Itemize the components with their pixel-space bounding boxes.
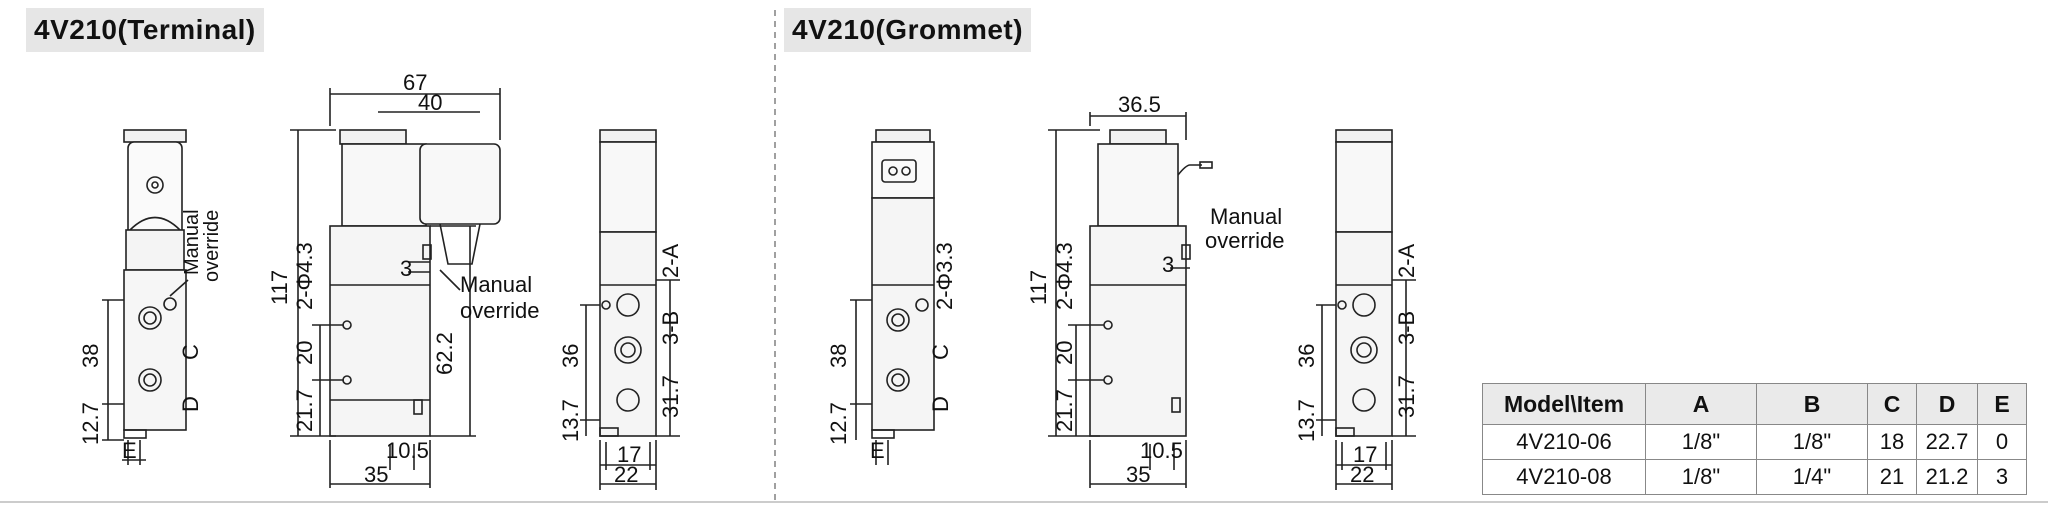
spec-cell: 21 xyxy=(1867,459,1917,495)
spec-cell: 21.2 xyxy=(1916,459,1978,495)
grommet-dim-10-5: 10.5 xyxy=(1140,438,1183,463)
section-title-terminal: 4V210(Terminal) xyxy=(26,8,264,52)
terminal-port-2a: 2-A xyxy=(658,243,683,278)
spec-cell: 3 xyxy=(1977,459,2027,495)
section-title-grommet: 4V210(Grommet) xyxy=(784,8,1032,52)
terminal-port-d: D xyxy=(178,396,203,412)
spec-cell: 0 xyxy=(1977,424,2027,460)
grommet-dim-13-7: 13.7 xyxy=(1294,399,1319,442)
grommet-manual-override-1: Manual xyxy=(1210,204,1282,229)
spec-table-header-row: Model\Item A B C D E xyxy=(1482,383,2027,425)
grommet-side-view xyxy=(850,129,935,465)
spec-cell: 18 xyxy=(1867,424,1917,460)
terminal-hole-label: 2-Φ4.3 xyxy=(292,242,317,310)
spec-header-c: C xyxy=(1867,383,1917,425)
terminal-side-view xyxy=(102,129,189,465)
terminal-dim-31-7: 31.7 xyxy=(658,375,683,418)
grommet-end-view xyxy=(1316,129,1416,490)
terminal-dim-40: 40 xyxy=(418,90,442,115)
grommet-port-3b: 3-B xyxy=(1394,311,1419,345)
grommet-dim-3: 3 xyxy=(1162,252,1174,277)
grommet-front-view xyxy=(1048,112,1213,488)
spec-table: Model\Item A B C D E 4V210-06 1/8" 1/8" … xyxy=(1482,383,2027,495)
terminal-dim-3: 3 xyxy=(400,256,412,281)
spec-header-e: E xyxy=(1977,383,2027,425)
grommet-port-d: D xyxy=(928,396,953,412)
grommet-hole-label: 2-Φ3.3 xyxy=(932,242,957,310)
table-row: 4V210-08 1/8" 1/4" 21 21.2 3 xyxy=(1482,459,2027,495)
grommet-port-c: C xyxy=(928,344,953,360)
spec-header-model: Model\Item xyxy=(1482,383,1646,425)
spec-header-d: D xyxy=(1916,383,1978,425)
terminal-port-3b: 3-B xyxy=(658,311,683,345)
terminal-front-view xyxy=(290,88,501,488)
terminal-dim-10-5: 10.5 xyxy=(386,438,429,463)
terminal-manual-override-line1: Manual xyxy=(181,209,203,275)
spec-cell: 4V210-06 xyxy=(1482,424,1646,460)
terminal-dim-13-7: 13.7 xyxy=(558,399,583,442)
grommet-dim-22: 22 xyxy=(1350,462,1374,487)
spec-cell: 1/8" xyxy=(1645,459,1757,495)
terminal-port-c: C xyxy=(178,344,203,360)
terminal-end-view xyxy=(580,129,680,490)
grommet-front-hole-label: 2-Φ4.3 xyxy=(1052,242,1077,310)
grommet-port-2a: 2-A xyxy=(1394,243,1419,278)
terminal-manual-override-line2: override xyxy=(201,210,223,282)
terminal-dim-36: 36 xyxy=(558,344,583,368)
terminal-dim-38: 38 xyxy=(78,344,103,368)
terminal-manual-override-front-1: Manual xyxy=(460,272,532,297)
terminal-dim-12-7: 12.7 xyxy=(78,402,103,445)
terminal-dim-22: 22 xyxy=(614,462,638,487)
grommet-dim-36-5: 36.5 xyxy=(1118,92,1161,117)
terminal-dim-21-7: 21.7 xyxy=(292,389,317,432)
grommet-dim-12-7: 12.7 xyxy=(826,402,851,445)
terminal-dim-35: 35 xyxy=(364,462,388,487)
spec-cell: 1/8" xyxy=(1645,424,1757,460)
terminal-port-e: E xyxy=(122,438,137,463)
terminal-dim-62-2: 62.2 xyxy=(432,332,457,375)
spec-header-a: A xyxy=(1645,383,1757,425)
spec-cell: 1/8" xyxy=(1756,424,1868,460)
grommet-dim-36: 36 xyxy=(1294,344,1319,368)
grommet-port-e: E xyxy=(870,438,885,463)
spec-cell: 4V210-08 xyxy=(1482,459,1646,495)
terminal-manual-override-front-2: override xyxy=(460,298,539,323)
grommet-dim-38: 38 xyxy=(826,344,851,368)
table-row: 4V210-06 1/8" 1/8" 18 22.7 0 xyxy=(1482,424,2027,460)
grommet-dim-35: 35 xyxy=(1126,462,1150,487)
spec-header-b: B xyxy=(1756,383,1868,425)
grommet-dim-20: 20 xyxy=(1052,341,1077,365)
terminal-dim-20: 20 xyxy=(292,341,317,365)
grommet-dim-17: 17 xyxy=(1353,442,1377,467)
spec-cell: 22.7 xyxy=(1916,424,1978,460)
spec-cell: 1/4" xyxy=(1756,459,1868,495)
grommet-dim-117: 117 xyxy=(1026,270,1051,305)
terminal-dim-67: 67 xyxy=(403,70,427,95)
terminal-dim-117: 117 xyxy=(267,270,292,305)
grommet-manual-override-2: override xyxy=(1205,228,1284,253)
grommet-dim-31-7: 31.7 xyxy=(1394,375,1419,418)
grommet-dim-21-7: 21.7 xyxy=(1052,389,1077,432)
terminal-dim-17: 17 xyxy=(617,442,641,467)
